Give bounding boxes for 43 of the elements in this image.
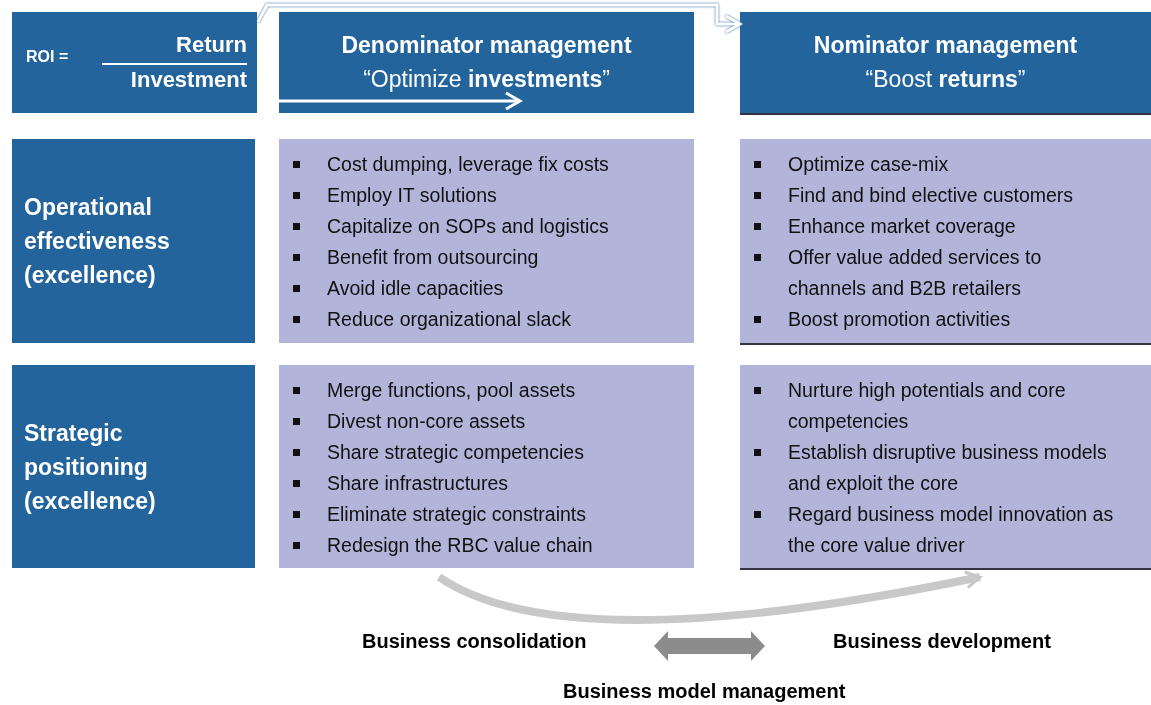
bullet-item: Offer value added services to channels and B2B retailers (750, 242, 1118, 304)
row-header-text: Strategic positioning (excellence) (24, 418, 157, 516)
formula-label: ROI = (26, 48, 69, 66)
bullet-item: Regard business model innovation as the core value driver (750, 499, 1118, 561)
header-subtitle: “Boost returns” (865, 66, 1026, 93)
bullet-list-box (279, 365, 694, 568)
row-header-text: Operational effectiveness (excellence) (24, 193, 171, 290)
bullet-item: Redesign the RBC value chain (289, 530, 593, 561)
numerator-text: Return (176, 32, 247, 58)
caption-text: Business consolidation (362, 630, 587, 653)
bullet-item: Reduce organizational slack (289, 304, 571, 335)
caption-text: Business development (833, 630, 1051, 653)
bullet-item: Merge functions, pool assets (289, 375, 576, 406)
denominator-text: Investment (130, 67, 247, 93)
bullet-item: Avoid idle capacities (289, 273, 504, 304)
bullet-item: Find and bind elective customers (750, 180, 1074, 211)
bullet-item: Nurture high potentials and core competencies (750, 375, 1118, 437)
header-box (740, 12, 1151, 113)
bullet-item: Eliminate strategic constraints (289, 499, 587, 530)
double-arrow (654, 631, 765, 661)
row-header-box (12, 365, 255, 568)
bullet-list-box (279, 139, 694, 343)
bullet-item: Enhance market coverage (750, 211, 1016, 242)
bullet-item: Cost dumping, leverage fix costs (289, 149, 609, 180)
formula-box (12, 12, 257, 113)
bullet-item: Employ IT solutions (289, 180, 497, 211)
bullet-item: Establish disruptive business models and exploit the core (750, 437, 1118, 499)
bullet-item: Capitalize on SOPs and logistics (289, 211, 609, 242)
bullet-item: Benefit from outsourcing (289, 242, 539, 273)
bullet-list-box (740, 365, 1151, 568)
header-title: Nominator management (813, 32, 1078, 59)
bullet-item: Divest non-core assets (289, 406, 526, 437)
bullet-item: Share strategic competencies (289, 437, 584, 468)
header-subtitle: “Optimize investments” (363, 66, 610, 93)
row-header-box (12, 139, 255, 343)
bullet-list-box (740, 139, 1151, 343)
arrow (437, 570, 982, 624)
header-title: Denominator management (341, 32, 632, 59)
footer-label: Business model management (563, 680, 846, 703)
bullet-item: Share infrastructures (289, 468, 508, 499)
bullet-item: Optimize case-mix (750, 149, 949, 180)
header-box (279, 12, 694, 113)
bullet-item: Boost promotion activities (750, 304, 1011, 335)
